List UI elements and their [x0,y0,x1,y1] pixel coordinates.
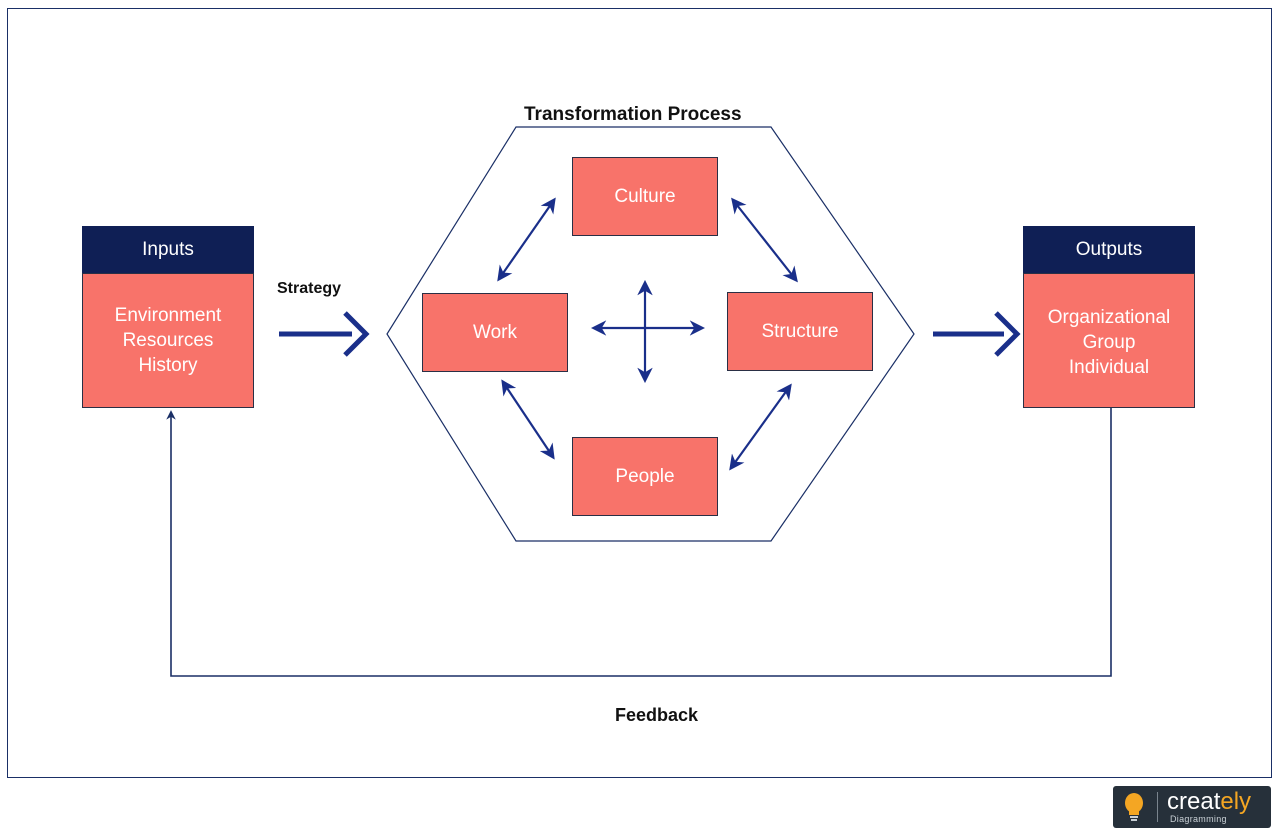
transformation-title: Transformation Process [524,104,742,125]
feedback-line [166,407,1112,677]
people-structure-arrow [729,383,792,471]
outputs-body: Organizational Group Individual [1023,273,1195,408]
inputs-header: Inputs [82,226,254,273]
feedback-label: Feedback [615,705,699,725]
input-item: Resources [122,330,214,351]
diagram-frame [7,8,1272,778]
logo-separator [1157,792,1158,822]
lightbulb-icon [1125,793,1143,821]
people-box: People [572,437,718,516]
input-item: History [138,355,198,376]
output-item: Organizational [1047,307,1171,328]
strategy-arrow [279,311,370,357]
work-box: Work [422,293,568,372]
input-item: Environment [114,305,222,326]
culture-box: Culture [572,157,718,236]
logo-tagline: Diagramming [1170,814,1227,824]
logo-wordmark: creately [1167,788,1252,815]
output-arrow [933,311,1021,357]
outputs-header: Outputs [1023,226,1195,273]
transformation-hexagon [386,126,915,542]
inputs-body: Environment Resources History [82,273,254,408]
work-culture-arrow [497,197,556,282]
culture-structure-arrow [731,197,798,283]
strategy-label: Strategy [277,280,342,297]
output-item: Group [1082,332,1136,353]
creately-logo: creately Diagramming [1113,786,1271,828]
structure-box: Structure [727,292,873,371]
work-people-arrow [501,379,555,460]
output-item: Individual [1068,357,1150,378]
